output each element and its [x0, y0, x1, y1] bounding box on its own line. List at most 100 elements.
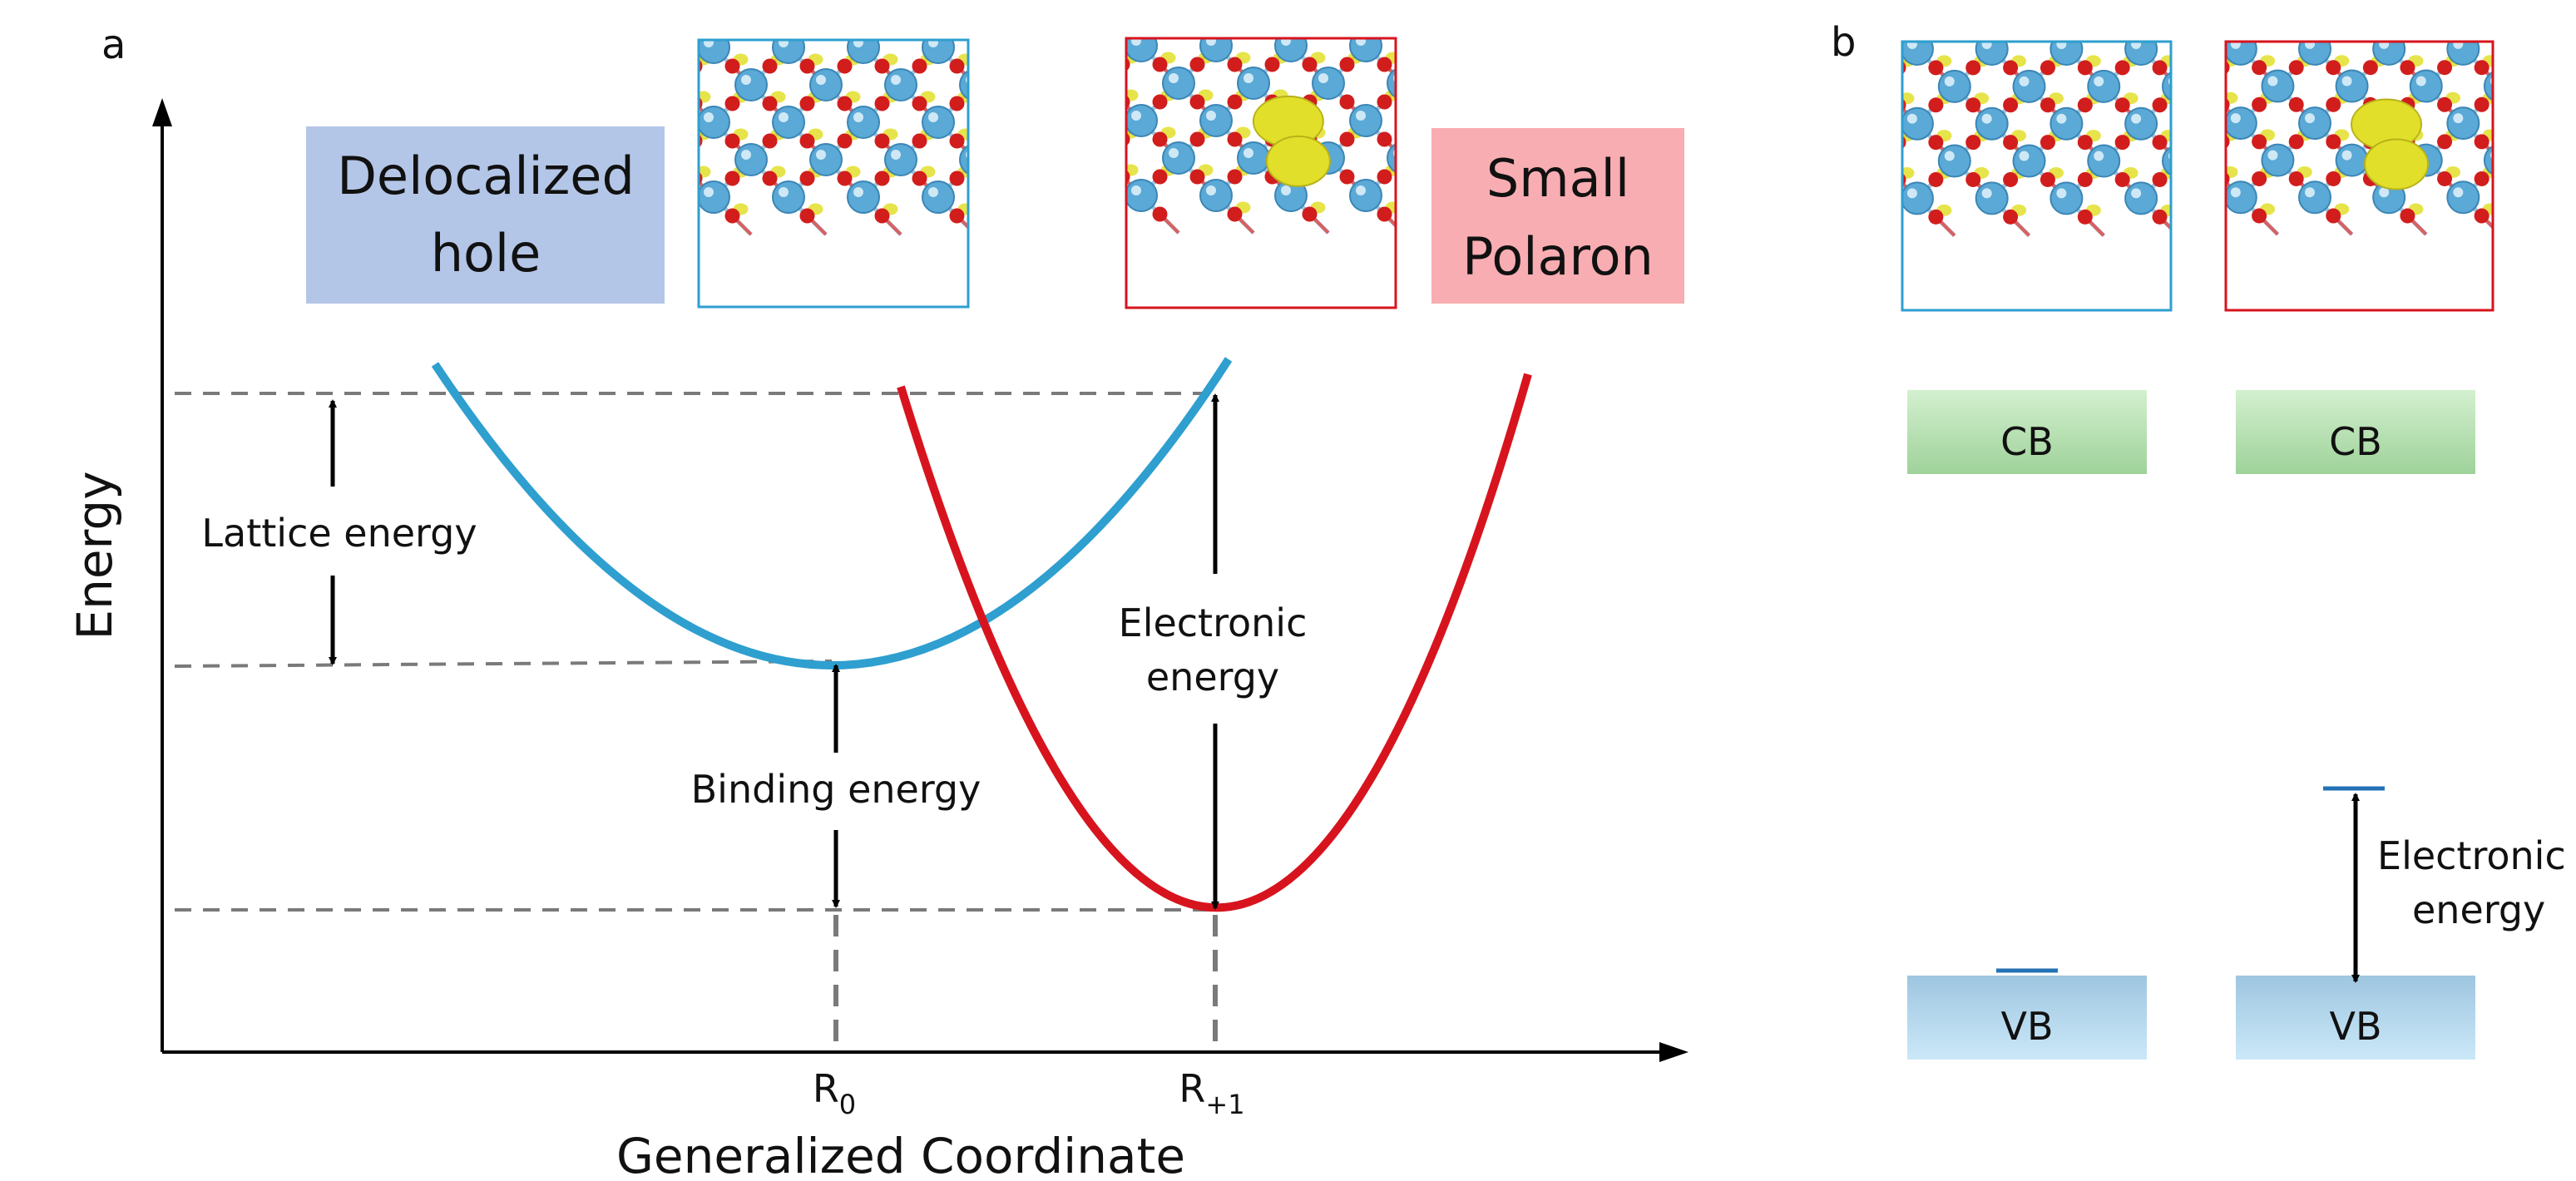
- spin-density-lobe: [1461, 90, 1476, 101]
- metal-atom: [2559, 71, 2576, 102]
- metal-atom: [1901, 182, 1933, 214]
- oxygen-atom: [2511, 60, 2526, 75]
- oxygen-atom: [2040, 135, 2055, 150]
- atom-highlight: [816, 75, 826, 85]
- atom-highlight: [1832, 188, 1842, 198]
- metal-atom: [2522, 181, 2554, 213]
- spin-density-lobe: [1070, 91, 1085, 103]
- oxygen-atom: [763, 22, 778, 37]
- spin-density-lobe: [1900, 18, 1915, 30]
- atom-highlight: [1393, 0, 1403, 8]
- atom-highlight: [1169, 148, 1179, 158]
- oxygen-atom: [1965, 0, 1980, 1]
- oxygen-atom: [2078, 172, 2093, 187]
- oxygen-atom: [2215, 60, 2230, 75]
- spin-density-lobe: [2049, 18, 2064, 30]
- spin-density-lobe: [1086, 165, 1101, 176]
- atom-highlight: [2094, 2, 2104, 12]
- oxygen-atom: [1228, 95, 1243, 110]
- atom-highlight: [1945, 77, 1955, 86]
- oxygen-atom: [2178, 60, 2193, 75]
- spin-density-lobe: [1386, 15, 1401, 27]
- oxygen-atom: [1965, 97, 1980, 112]
- spin-density-lobe: [2198, 18, 2213, 30]
- metal-atom: [660, 144, 692, 175]
- b-electronic-energy-line2: energy: [2412, 887, 2545, 932]
- metal-atom: [735, 0, 767, 26]
- metal-atom: [1035, 69, 1066, 101]
- spin-density-lobe: [2519, 166, 2534, 178]
- spin-density-lobe: [2557, 92, 2572, 104]
- oxygen-atom: [2040, 172, 2055, 187]
- oxygen-atom: [2400, 209, 2415, 224]
- oxygen-atom: [1062, 171, 1077, 186]
- metal-atom: [2262, 145, 2293, 176]
- panel-a-letter: a: [101, 22, 126, 68]
- spin-density-lobe: [2408, 18, 2423, 30]
- oxygen-atom: [2475, 209, 2489, 224]
- oxygen-atom: [2400, 60, 2415, 75]
- spin-density-lobe: [1070, 129, 1085, 141]
- metal-atom: [1051, 105, 1082, 136]
- oxygen-atom: [725, 96, 740, 111]
- atom-highlight: [2416, 77, 2426, 86]
- oxygen-atom: [688, 134, 703, 149]
- spin-density-lobe: [1862, 205, 1877, 216]
- oxygen-atom: [950, 22, 965, 37]
- binding-energy-label: Binding energy: [691, 767, 981, 812]
- oxygen-atom: [2189, 172, 2204, 187]
- spin-density-lobe: [1498, 90, 1513, 101]
- oxygen-atom: [2289, 23, 2304, 38]
- spin-density-lobe: [1086, 202, 1101, 214]
- metal-atom: [735, 69, 767, 101]
- atom-highlight: [2305, 187, 2315, 197]
- spin-density-lobe: [2272, 18, 2287, 30]
- oxygen-atom: [2040, 0, 2055, 1]
- atom-highlight: [1244, 0, 1253, 8]
- oxygen-atom: [912, 134, 927, 149]
- oxygen-atom: [1303, 57, 1318, 72]
- oxygen-atom: [2326, 60, 2341, 75]
- atom-highlight: [1356, 111, 1366, 121]
- atom-highlight: [1206, 111, 1216, 121]
- oxygen-atom: [2289, 0, 2304, 1]
- spin-density-lobe: [2198, 92, 2213, 104]
- oxygen-atom: [1078, 20, 1093, 35]
- metal-atom: [2299, 181, 2331, 213]
- oxygen-atom: [1854, 97, 1869, 112]
- atom-highlight: [1169, 73, 1179, 83]
- oxygen-atom: [2215, 97, 2230, 112]
- metal-atom: [735, 144, 767, 175]
- spin-density-lobe: [2519, 55, 2534, 67]
- metal-atom: [2447, 33, 2479, 65]
- metal-atom: [2225, 33, 2257, 65]
- metal-atom: [2485, 0, 2516, 27]
- metal-atom: [922, 32, 954, 63]
- lattice-energy-label: Lattice energy: [201, 511, 477, 556]
- atom-highlight: [2416, 2, 2426, 12]
- metal-atom: [2225, 107, 2257, 139]
- atom-highlight: [1281, 185, 1291, 195]
- atom-highlight: [2094, 77, 2104, 86]
- metal-atom: [2125, 182, 2157, 214]
- oxygen-atom: [1854, 210, 1869, 225]
- spin-density-lobe: [1161, 15, 1176, 27]
- atom-highlight: [2020, 151, 2030, 161]
- atom-highlight: [966, 0, 976, 10]
- metal-atom: [2163, 0, 2194, 27]
- atom-highlight: [1945, 151, 1955, 161]
- atom-highlight: [2564, 2, 2574, 12]
- spin-density-lobe: [1862, 18, 1877, 30]
- metal-atom: [2014, 146, 2045, 177]
- oxygen-atom: [1115, 132, 1130, 147]
- oxygen-atom: [1340, 20, 1355, 35]
- oxygen-atom: [1965, 60, 1980, 75]
- oxygen-atom: [2189, 60, 2204, 75]
- metal-atom: [1350, 30, 1382, 62]
- oxygen-atom: [2153, 135, 2168, 150]
- atom-highlight: [1907, 188, 1917, 198]
- spin-density-lobe: [1086, 90, 1101, 101]
- metal-atom: [660, 0, 692, 26]
- oxygen-atom: [1025, 96, 1040, 111]
- polaron-density-lobe-bottom: [2365, 140, 2428, 190]
